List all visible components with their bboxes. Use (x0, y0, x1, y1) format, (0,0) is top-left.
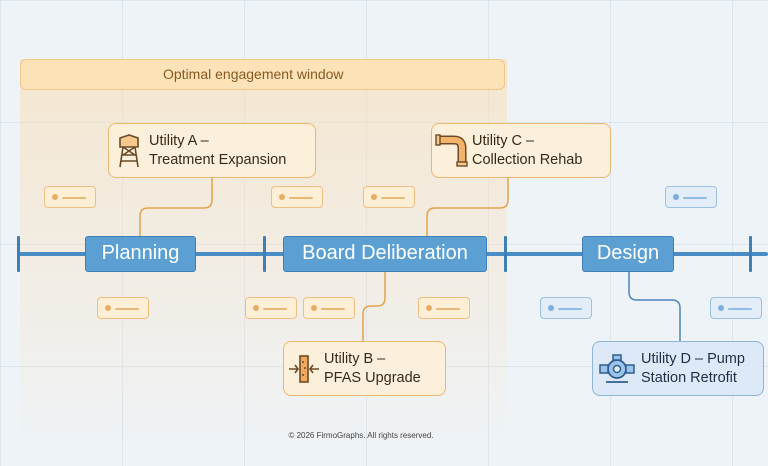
placeholder-tag (245, 297, 297, 319)
utility-b-card: Utility B – PFAS Upgrade (283, 341, 446, 396)
connector-utility-c (426, 178, 509, 236)
water-tower-icon (109, 133, 149, 168)
utility-a-card: Utility A – Treatment Expansion (108, 123, 316, 178)
placeholder-tag (710, 297, 762, 319)
placeholder-tag (97, 297, 149, 319)
utility-c-card: Utility C – Collection Rehab (431, 123, 611, 178)
phase-design: Design (582, 236, 674, 272)
filter-icon (284, 352, 324, 386)
pipe-icon (432, 133, 472, 168)
pump-icon (593, 352, 641, 386)
utility-d-label: Utility D – Pump Station Retrofit (641, 350, 745, 386)
placeholder-tag (271, 186, 323, 208)
placeholder-tag (540, 297, 592, 319)
copyright-footer: © 2026 FirmoGraphs. All rights reserved. (288, 431, 434, 440)
connector-utility-a (139, 178, 213, 236)
phase-planning: Planning (85, 236, 196, 272)
placeholder-tag (665, 186, 717, 208)
timeline-tick (749, 236, 752, 272)
utility-c-label: Utility C – Collection Rehab (472, 132, 583, 168)
connector-utility-d (628, 272, 681, 341)
timeline-tick (263, 236, 266, 272)
utility-d-card: Utility D – Pump Station Retrofit (592, 341, 764, 396)
placeholder-tag (44, 186, 96, 208)
placeholder-tag (418, 297, 470, 319)
connector-utility-b (362, 272, 386, 342)
placeholder-tag (363, 186, 415, 208)
timeline-tick (504, 236, 507, 272)
placeholder-tag (303, 297, 355, 319)
engagement-window-label: Optimal engagement window (20, 59, 505, 90)
phase-board-deliberation: Board Deliberation (283, 236, 487, 272)
utility-b-label: Utility B – PFAS Upgrade (324, 350, 421, 386)
timeline-tick (17, 236, 20, 272)
utility-a-label: Utility A – Treatment Expansion (149, 132, 287, 168)
